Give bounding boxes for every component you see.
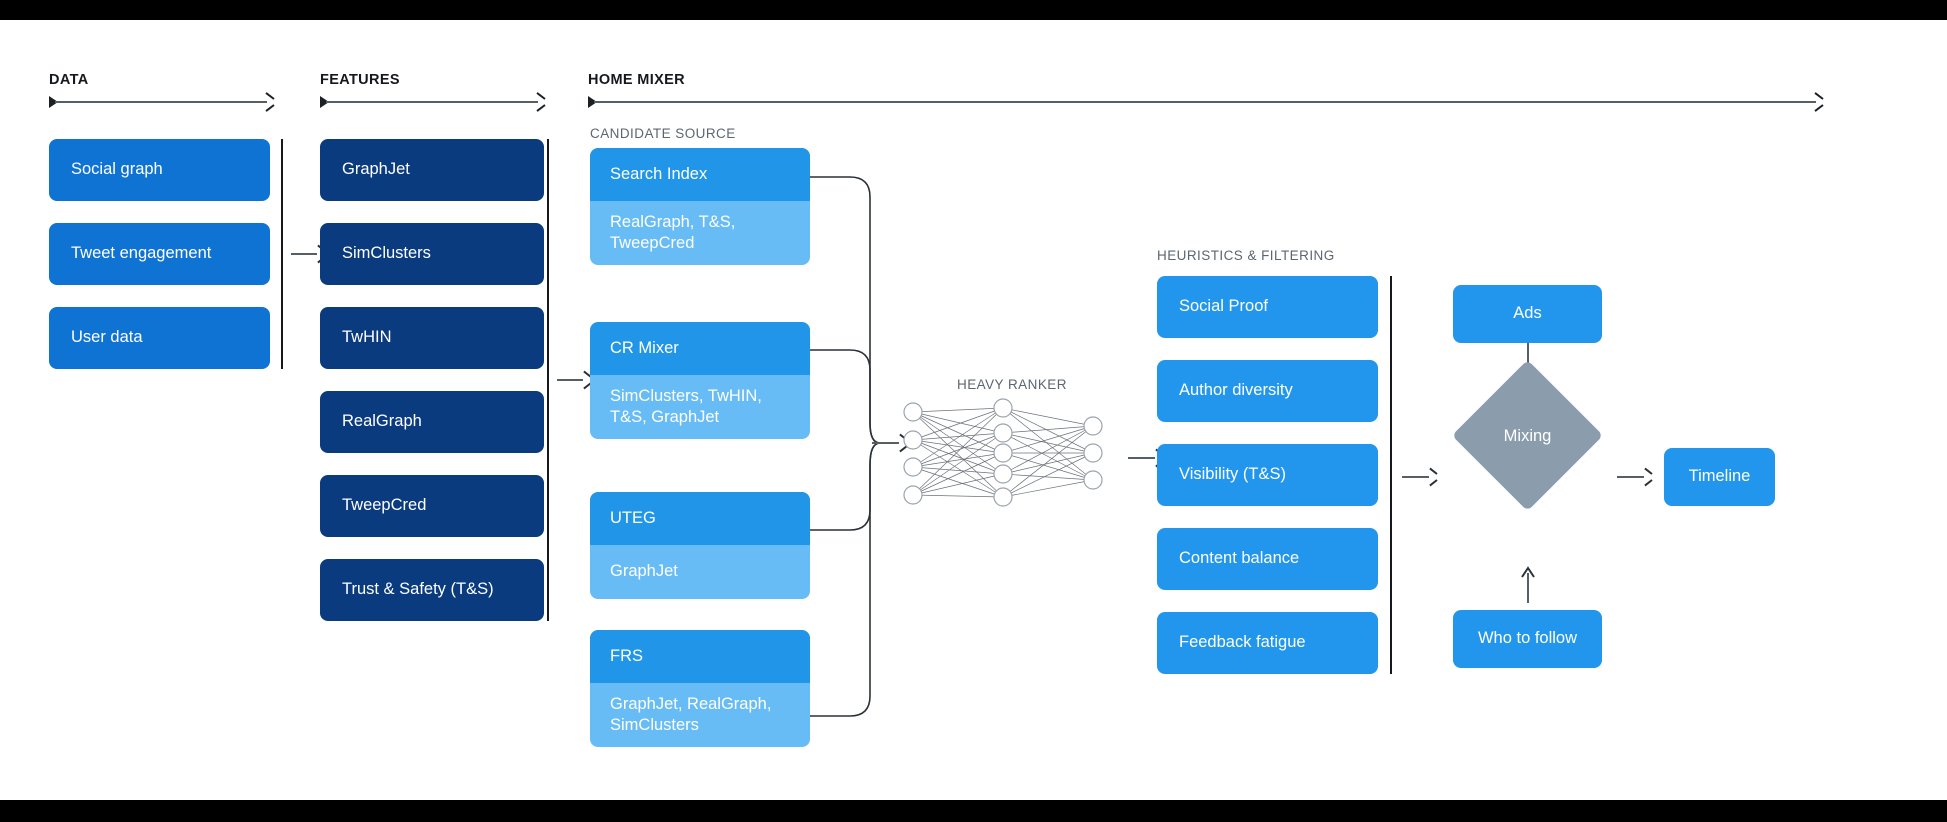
divider-data-features [281, 139, 283, 369]
heuristic-box-label: Social Proof [1179, 297, 1268, 316]
arrow-whotofollow-to-mixing [1521, 566, 1535, 603]
heuristic-box-visibility[interactable]: Visibility (T&S) [1157, 444, 1378, 506]
heuristic-box-author-diversity[interactable]: Author diversity [1157, 360, 1378, 422]
arrow-features-to-homemixer [557, 375, 590, 385]
data-box-tweet-engagement[interactable]: Tweet engagement [49, 223, 270, 285]
candidate-source-title: UTEG [590, 492, 810, 545]
feature-box-graphjet[interactable]: GraphJet [320, 139, 544, 201]
heuristic-box-label: Visibility (T&S) [1179, 465, 1286, 484]
section-title-home-mixer: HOME MIXER [588, 72, 685, 88]
arrow-data-to-features [291, 249, 324, 259]
candidate-source-title: CR Mixer [590, 322, 810, 375]
section-title-features: FEATURES [320, 72, 400, 88]
feature-box-realgraph[interactable]: RealGraph [320, 391, 544, 453]
feature-box-label: SimClusters [342, 244, 431, 263]
heuristic-box-label: Feedback fatigue [1179, 633, 1306, 652]
data-box-label: User data [71, 328, 143, 347]
heavy-ranker-neural-network [903, 398, 1103, 507]
data-box-social-graph[interactable]: Social graph [49, 139, 270, 201]
feature-box-tweepcred[interactable]: TweepCred [320, 475, 544, 537]
arrow-candidates-to-ranker [872, 438, 906, 448]
output-box-ads[interactable]: Ads [1453, 285, 1602, 343]
diagram-canvas: DATA FEATURES HOME MIXER CANDIDATE SOURC… [0, 20, 1947, 800]
output-box-timeline[interactable]: Timeline [1664, 448, 1775, 506]
data-axis-arrow [49, 96, 273, 108]
feature-box-label: RealGraph [342, 412, 422, 431]
heuristic-box-feedback-fatigue[interactable]: Feedback fatigue [1157, 612, 1378, 674]
candidate-source-connectors [810, 176, 881, 717]
output-box-who-to-follow[interactable]: Who to follow [1453, 610, 1602, 668]
output-box-label: Ads [1513, 304, 1542, 323]
section-title-data: DATA [49, 72, 89, 88]
home-mixer-axis-arrow [588, 96, 1822, 108]
output-box-label: Timeline [1688, 467, 1751, 486]
heuristic-box-content-balance[interactable]: Content balance [1157, 528, 1378, 590]
output-box-label: Who to follow [1477, 629, 1578, 648]
feature-box-label: TweepCred [342, 496, 427, 515]
subsection-title-heuristics: HEURISTICS & FILTERING [1157, 248, 1335, 263]
heuristic-box-social-proof[interactable]: Social Proof [1157, 276, 1378, 338]
data-box-label: Social graph [71, 160, 163, 179]
candidate-source-card-search-index[interactable]: Search Index RealGraph, T&S, TweepCred [590, 148, 810, 265]
feature-box-label: GraphJet [342, 160, 410, 179]
feature-box-simclusters[interactable]: SimClusters [320, 223, 544, 285]
candidate-source-card-cr-mixer[interactable]: CR Mixer SimClusters, TwHIN, T&S, GraphJ… [590, 322, 810, 439]
feature-box-label: Trust & Safety (T&S) [342, 580, 494, 599]
candidate-source-features: GraphJet, RealGraph, SimClusters [590, 683, 810, 747]
candidate-source-title: FRS [590, 630, 810, 683]
heuristic-box-label: Content balance [1179, 549, 1300, 568]
data-box-user-data[interactable]: User data [49, 307, 270, 369]
subsection-title-candidate-source: CANDIDATE SOURCE [590, 126, 736, 141]
mixing-label: Mixing [1503, 426, 1552, 445]
candidate-source-card-frs[interactable]: FRS GraphJet, RealGraph, SimClusters [590, 630, 810, 747]
feature-box-label: TwHIN [342, 328, 392, 347]
arrow-heuristics-to-mixing [1402, 472, 1436, 482]
candidate-source-card-uteg[interactable]: UTEG GraphJet [590, 492, 810, 599]
feature-box-trust-safety[interactable]: Trust & Safety (T&S) [320, 559, 544, 621]
candidate-source-title: Search Index [590, 148, 810, 201]
heuristic-box-label: Author diversity [1179, 381, 1293, 400]
arrow-mixing-to-timeline [1617, 472, 1651, 482]
feature-box-twhin[interactable]: TwHIN [320, 307, 544, 369]
candidate-source-features: RealGraph, T&S, TweepCred [590, 201, 810, 265]
features-axis-arrow [320, 96, 544, 108]
data-box-label: Tweet engagement [71, 244, 212, 263]
divider-features-homemixer [547, 139, 549, 621]
subsection-title-heavy-ranker: HEAVY RANKER [957, 377, 1067, 392]
divider-heuristics-output [1390, 276, 1392, 674]
candidate-source-features: SimClusters, TwHIN, T&S, GraphJet [590, 375, 810, 439]
arrow-ranker-to-heuristics [1128, 453, 1162, 463]
candidate-source-features: GraphJet [590, 545, 810, 599]
